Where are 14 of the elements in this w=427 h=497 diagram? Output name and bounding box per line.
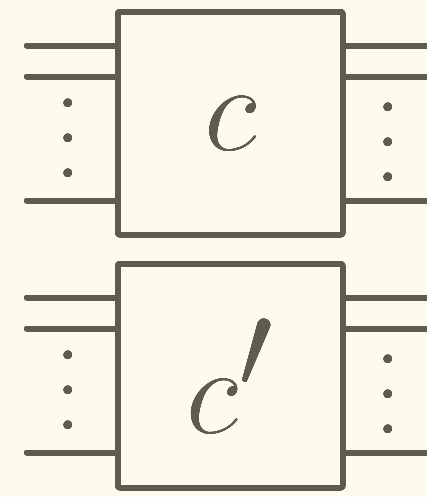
wire xyxy=(343,198,427,204)
wire xyxy=(24,326,118,332)
wire xyxy=(343,43,427,49)
wire xyxy=(343,450,427,456)
wire xyxy=(343,326,427,332)
wire xyxy=(343,74,427,80)
wire xyxy=(24,74,118,80)
wire xyxy=(24,198,118,204)
wire xyxy=(24,295,118,301)
wire xyxy=(24,450,118,456)
wire xyxy=(343,295,427,301)
circuit-box: $c'$ xyxy=(115,261,346,491)
wire xyxy=(24,43,118,49)
circuit-box: $c$ xyxy=(115,9,346,238)
